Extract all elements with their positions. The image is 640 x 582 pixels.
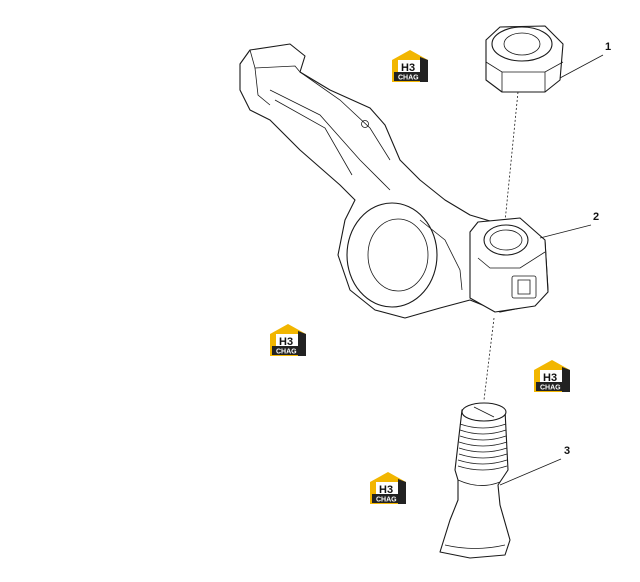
callout-1: 1 [605, 41, 611, 53]
center-axis-lower [483, 317, 495, 401]
svg-text:H3: H3 [279, 336, 293, 348]
watermark-logo-icon: H3 CHAG [392, 50, 428, 82]
nut [485, 25, 564, 93]
watermark-logo-icon: H3 CHAG [370, 472, 406, 504]
center-axis-upper [504, 91, 519, 223]
leader-line-2 [539, 224, 592, 239]
svg-text:H3: H3 [543, 372, 557, 384]
svg-text:CHAG: CHAG [376, 497, 397, 504]
rocker-arm [239, 43, 549, 319]
leader-line-3 [499, 458, 562, 486]
screw-thread [457, 423, 508, 471]
leader-line-1 [559, 54, 604, 79]
svg-text:H3: H3 [401, 62, 415, 74]
adjusting-screw [439, 402, 511, 559]
svg-text:H3: H3 [379, 484, 393, 496]
watermark-logo-icon: H3 CHAG [534, 360, 570, 392]
watermark-logo-icon: H3 CHAG [270, 324, 306, 356]
svg-text:CHAG: CHAG [540, 385, 561, 392]
svg-text:CHAG: CHAG [398, 75, 419, 82]
svg-text:CHAG: CHAG [276, 349, 297, 356]
callout-3: 3 [564, 445, 570, 457]
callout-2: 2 [593, 211, 599, 223]
